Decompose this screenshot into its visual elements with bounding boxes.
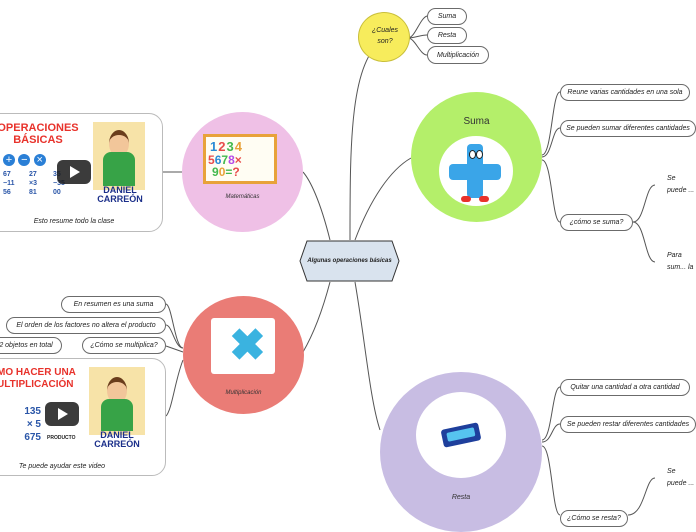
presenter-figure [93,122,145,190]
multiplicacion-label: Multiplicación [225,390,262,396]
video2-math: 135 × 5 675 [24,406,41,443]
suma-item-como[interactable]: ¿cómo se suma? [560,214,633,231]
resta-item-quitar[interactable]: Quitar una cantidad a otra cantidad [560,379,690,396]
plus-character-image [439,136,513,206]
suma-sub-1: Se puede ... pequeñas) [667,175,695,194]
video2-thumbnail: MO HACER UNA ULTIPLICACIÓN 135 × 5 675 P… [0,365,147,457]
matematicas-label: Matemáticas [225,194,260,200]
video1-play-button[interactable] [57,160,91,184]
video1-headline: OPERACIONES BÁSICAS [0,122,79,146]
question-item-suma[interactable]: Suma [427,8,467,25]
video-card-multiplicacion[interactable]: MO HACER UNA ULTIPLICACIÓN 135 × 5 675 P… [0,358,166,476]
resta-item-como[interactable]: ¿Cómo se resta? [560,510,628,527]
central-topic[interactable]: Algunas operaciones básicas [299,240,400,282]
suma-node[interactable]: Suma [411,92,542,222]
presenter-figure-2 [89,367,145,435]
video2-producto: PRODUCTO [47,435,76,441]
multiplication-image: ✖ [211,318,275,374]
resta-sub-1: Se puede ... pequeñas) [667,468,695,487]
operator-icons: + − × [3,152,46,166]
question-item-resta[interactable]: Resta [427,27,467,44]
question-item-multiplicacion[interactable]: Multiplicación [427,46,489,64]
suma-title: Suma [463,116,490,127]
video-card-operaciones[interactable]: OPERACIONES BÁSICAS + − × 67 −11 56 27 ×… [0,113,163,232]
suma-sub-2: Para sum... la derecha [667,252,694,271]
mult-item-objetos[interactable]: 2 objetos en total [0,337,62,354]
resta-item-restar[interactable]: Se pueden restar diferentes cantidades [560,416,696,433]
video2-caption: Te puede ayudar este video [18,463,106,470]
questions-label: ¿Cuales son? [371,27,399,45]
video1-brand: DANIEL CARREÓN [97,185,143,204]
numbers-image: 1234 5678× 90=? [203,134,277,184]
video1-caption: Esto resume todo la clase [33,218,115,225]
resta-title: Resta [451,494,471,501]
video2-headline: MO HACER UNA ULTIPLICACIÓN [0,367,76,390]
multiplicacion-node[interactable]: ✖ Multiplicación [183,296,304,414]
video2-brand: DANIEL CARREÓN [94,430,140,449]
calculator-image [416,392,506,478]
calculator-icon [440,422,482,448]
mult-item-como[interactable]: ¿Cómo se multiplica? [82,337,166,354]
video2-play-button[interactable] [45,402,79,426]
resta-node[interactable]: Resta [380,372,542,532]
central-topic-shape [299,240,400,282]
questions-bubble[interactable]: ¿Cuales son? [358,12,410,62]
suma-item-reune[interactable]: Reune varias cantidades en una sola [560,84,690,101]
suma-item-sumar[interactable]: Se pueden sumar diferentes cantidades [560,120,696,137]
mult-item-orden[interactable]: El orden de los factores no altera el pr… [6,317,166,334]
video1-thumbnail: OPERACIONES BÁSICAS + − × 67 −11 56 27 ×… [0,120,147,212]
matematicas-node[interactable]: 1234 5678× 90=? Matemáticas [182,112,303,232]
times-icon: ✖ [229,321,266,370]
central-topic-label: Algunas operaciones básicas [307,258,392,264]
mult-item-resumen[interactable]: En resumen es una suma [61,296,166,313]
